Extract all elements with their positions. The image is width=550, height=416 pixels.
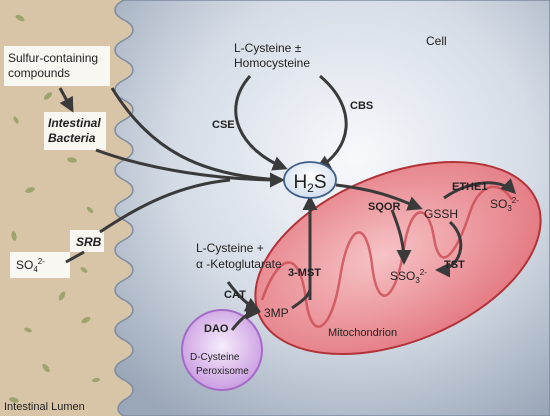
arrow-sulfate-to-srb bbox=[65, 250, 85, 264]
d-cysteine-label: D-Cysteine bbox=[190, 352, 240, 363]
arrow-sulfur-to-bacteria bbox=[58, 87, 74, 113]
pathway-arrows bbox=[58, 74, 517, 331]
arrow-lumen-to-h2s bbox=[110, 87, 283, 182]
arrow-cbs-to-h2s bbox=[315, 74, 348, 170]
intestinal-bacteria-box bbox=[44, 112, 106, 150]
bacteria-decoration bbox=[9, 14, 103, 403]
tst-label: TST bbox=[444, 259, 465, 271]
cse-label: CSE bbox=[212, 119, 235, 131]
sqor-label: SQOR bbox=[368, 201, 400, 213]
arrow-dao-to-3mp bbox=[230, 304, 261, 331]
gssh-label: GSSH bbox=[424, 207, 458, 221]
ethe1-label: ETHE1 bbox=[452, 181, 487, 193]
cat-label: CAT bbox=[224, 289, 246, 301]
mst-label: 3-MST bbox=[288, 267, 321, 279]
arrow-srb-to-h2s bbox=[99, 178, 231, 234]
intestinal-bacteria-label: Intestinal Bacteria bbox=[48, 116, 104, 145]
mitochondrion-cristae bbox=[260, 185, 514, 328]
sulfur-compounds-label: Sulfur-containing compounds bbox=[8, 51, 101, 80]
dao-label: DAO bbox=[204, 323, 229, 335]
cell-label: Cell bbox=[426, 34, 447, 48]
sulfate-box bbox=[10, 252, 70, 278]
h2s-node bbox=[283, 161, 337, 199]
srb-label: SRB bbox=[76, 235, 102, 249]
thiosulfate-label: SSO32- bbox=[390, 268, 427, 285]
cbs-label: CBS bbox=[350, 100, 373, 112]
3mp-label: 3MP bbox=[264, 306, 289, 320]
cysteine-ketoglutarate-label: L-Cysteine + α -Ketoglutarate bbox=[196, 241, 282, 271]
arrow-sqor-to-sso3 bbox=[390, 209, 412, 265]
arrow-gssh-to-so3 bbox=[443, 178, 517, 200]
arrow-cse-to-h2s bbox=[234, 75, 288, 171]
cysteine-homocysteine-label: L-Cysteine ± Homocysteine bbox=[234, 41, 310, 70]
mitochondrion-label: Mitochondrion bbox=[328, 327, 397, 339]
peroxisome-label: Peroxisome bbox=[196, 366, 249, 377]
h2s-label: H2S bbox=[293, 172, 326, 195]
srb-box bbox=[70, 230, 104, 252]
sulfur-compounds-box bbox=[4, 46, 110, 86]
peroxisome bbox=[181, 309, 263, 391]
arrow-h2s-to-gssh bbox=[335, 183, 423, 211]
sulfite-label: SO32- bbox=[490, 196, 519, 213]
intestinal-lumen-label: Intestinal Lumen bbox=[4, 401, 85, 413]
arrow-gssh-to-sso3 bbox=[435, 220, 463, 278]
sulfate-label: SO42- bbox=[16, 257, 45, 274]
arrow-3mp-to-mst bbox=[291, 289, 312, 310]
